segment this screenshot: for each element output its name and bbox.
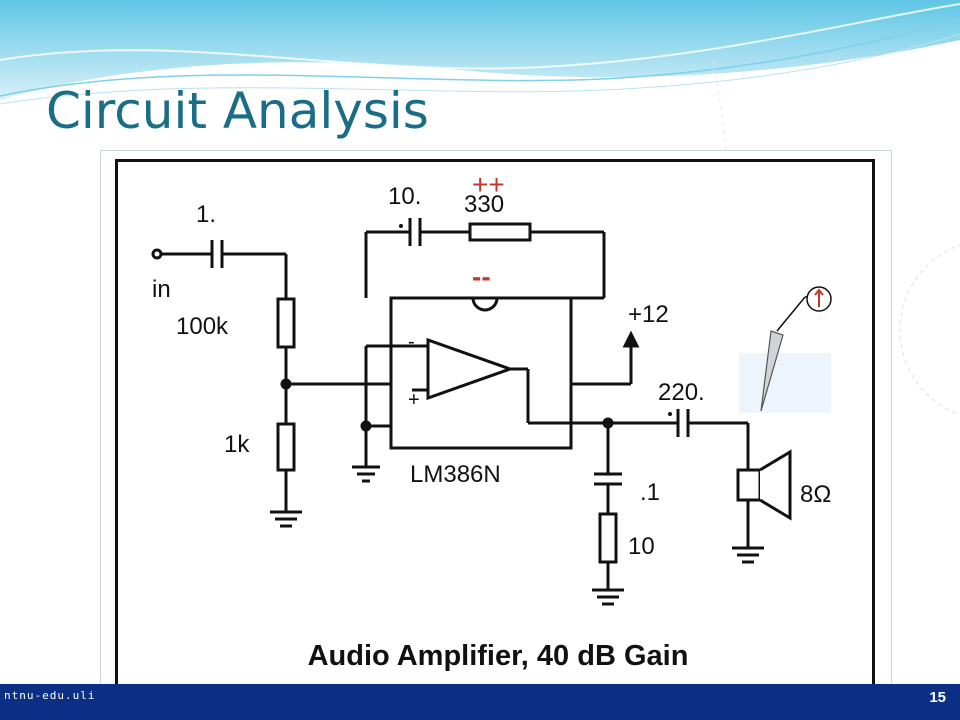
- label-speaker: 8Ω: [800, 481, 831, 508]
- label-chip: LM386N: [410, 461, 501, 488]
- label-plus12: +12: [628, 301, 669, 328]
- circuit-caption: Audio Amplifier, 40 dB Gain: [307, 640, 689, 672]
- annotation-minus-minus: --: [472, 261, 491, 292]
- label-c-feedback: 10.: [388, 183, 421, 210]
- label-100k: 100k: [176, 313, 229, 340]
- label-opamp-plus: +: [408, 389, 420, 411]
- label-c-output: 220.: [658, 379, 705, 406]
- label-c-zobel: .1: [640, 479, 660, 506]
- annotation-plus-plus: ++: [472, 169, 505, 200]
- slide-title: Circuit Analysis: [46, 82, 429, 140]
- label-330: 330: [464, 191, 504, 218]
- label-opamp-minus: -: [408, 331, 415, 353]
- label-r-zobel: 10: [628, 533, 655, 560]
- circuit-frame: in 1. 100k 1k 10. 330 +12 LM386N 220. .1…: [115, 159, 875, 701]
- resistor-100k: [276, 297, 296, 349]
- probe-meter-icon: [739, 286, 832, 413]
- resistor-10: [598, 512, 618, 564]
- footer-text: ntnu-edu.uli: [4, 689, 96, 702]
- resistor-1k: [276, 422, 296, 472]
- footer-bar: [0, 684, 960, 720]
- page-number: 15: [929, 689, 946, 706]
- schematic-diagram: in 1. 100k 1k 10. 330 +12 LM386N 220. .1…: [151, 169, 831, 606]
- label-1k: 1k: [224, 431, 250, 458]
- circuit-image: in 1. 100k 1k 10. 330 +12 LM386N 220. .1…: [100, 150, 892, 714]
- input-terminal: [151, 248, 163, 260]
- label-in: in: [152, 276, 171, 303]
- opamp-triangle: [426, 337, 515, 401]
- resistor-330: [468, 222, 532, 242]
- label-c-input: 1.: [196, 201, 216, 228]
- speaker-icon: [736, 468, 762, 502]
